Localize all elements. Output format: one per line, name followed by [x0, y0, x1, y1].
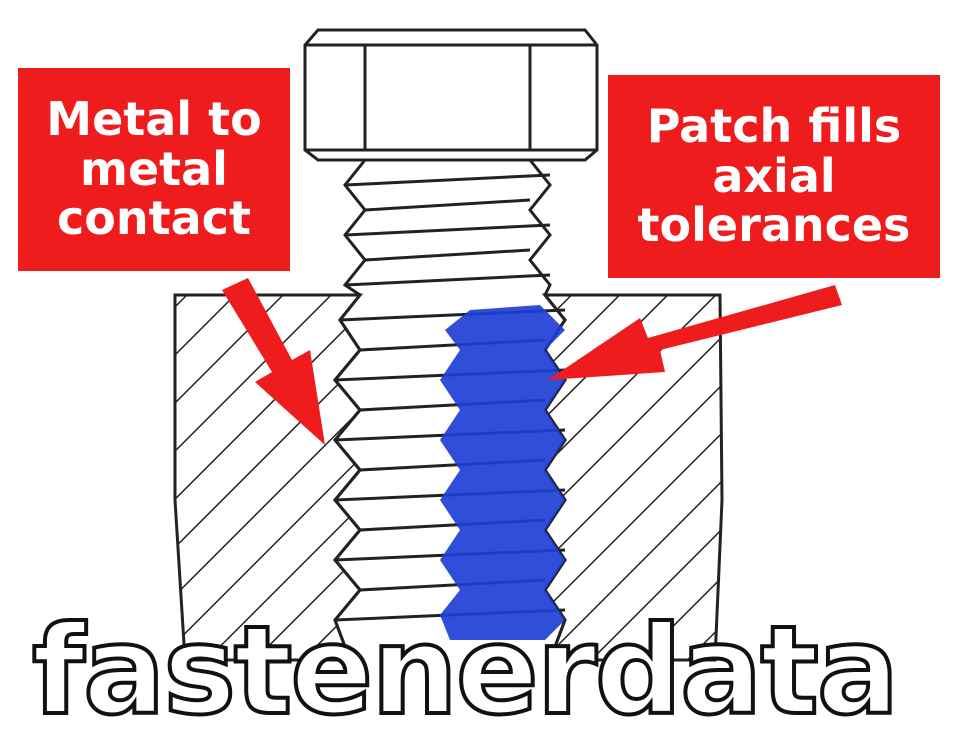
bolt-head: [303, 28, 599, 162]
callout-line: axial: [712, 148, 836, 203]
callout-line: contact: [57, 191, 251, 246]
arrow-patch: [548, 285, 842, 380]
callout-metal-contact: Metal to metal contact: [18, 68, 290, 271]
nylon-patch: [440, 305, 565, 640]
callout-line: tolerances: [637, 198, 911, 253]
watermark-logo: fastenerdata: [30, 598, 901, 742]
callout-patch-fills: Patch fills axial tolerances: [608, 75, 940, 278]
arrow-metal-contact: [222, 278, 325, 445]
callout-line: Patch fills: [646, 98, 902, 153]
callout-line: Metal to: [46, 91, 262, 146]
callout-line: metal: [80, 141, 228, 196]
bolt-diagram: [173, 28, 842, 662]
